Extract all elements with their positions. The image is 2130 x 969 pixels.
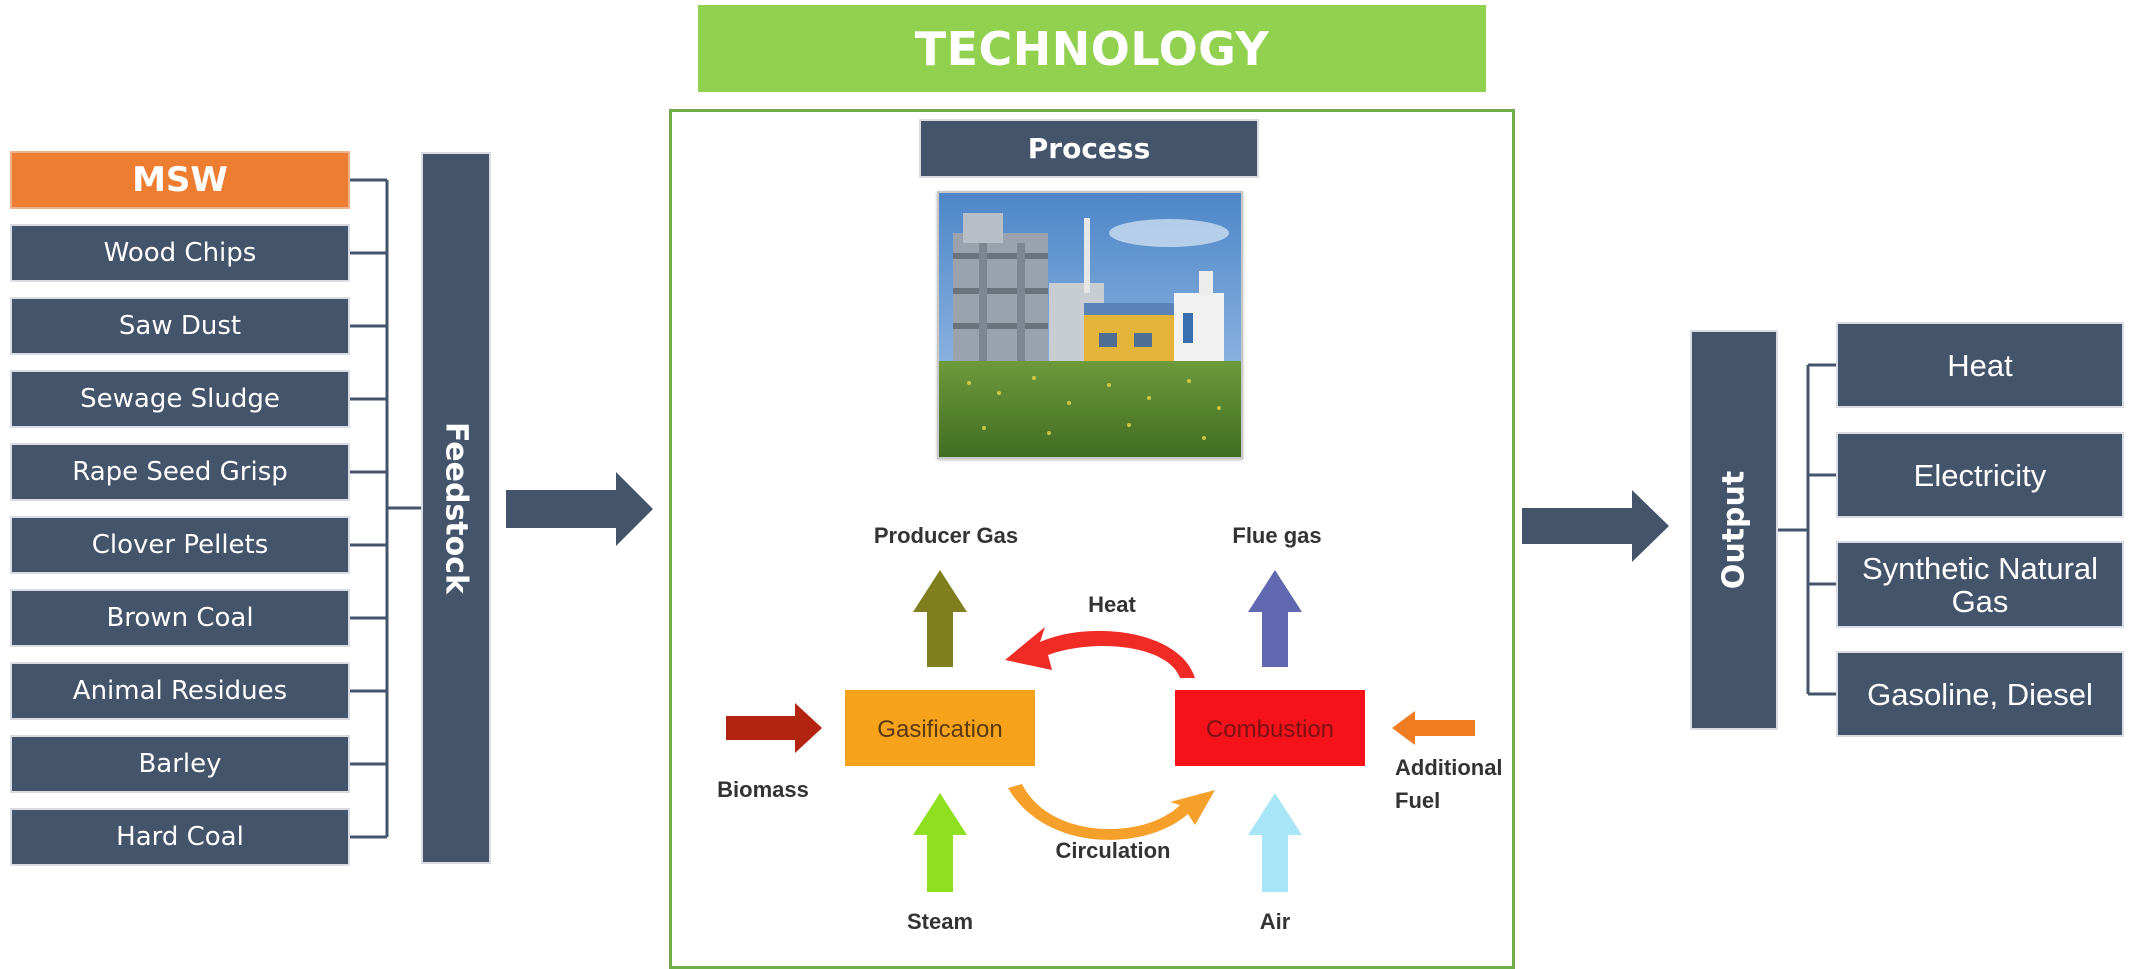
feedstock-item-label: Saw Dust [118,311,242,341]
technology-title: TECHNOLOGY [914,21,1270,76]
biomass-arrow [726,703,822,753]
air-label: Air [1260,909,1291,934]
gasification-box [845,690,1035,766]
combustion-label: Combustion [1206,716,1334,743]
feedstock-item-label: Rape Seed Grisp [72,457,288,487]
additional-fuel-label-line1: Additional [1395,755,1503,780]
technology-to-output-arrow [1522,490,1669,562]
output-item-synthetic-natural-gas: Synthetic Natural Gas [1836,541,2124,628]
technology-banner: TECHNOLOGY [698,5,1486,92]
gasification-label: Gasification [877,716,1002,743]
additional-fuel-arrow [1392,711,1475,745]
flue-gas-label: Flue gas [1232,523,1321,548]
feedstock-item-label: Wood Chips [103,238,257,268]
feedstock-item-label: Brown Coal [106,603,254,633]
feedstock-to-technology-arrow [506,472,653,546]
feedstock-label-box: Feedstock [421,152,491,864]
feedstock-item-label: Clover Pellets [91,530,269,560]
feedstock-item-hard-coal: Hard Coal [10,808,350,866]
feedstock-item-wood-chips: Wood Chips [10,224,350,282]
process-flow-diagram: Gasification Combustion Producer Gas Flu… [717,523,1503,934]
feedstock-item-label: Hard Coal [116,822,244,852]
feedstock-item-msw: MSW [10,151,350,209]
feedstock-item-label: Sewage Sludge [80,384,280,414]
feedstock-label: Feedstock [438,422,474,594]
feedstock-item-sewage-sludge: Sewage Sludge [10,370,350,428]
output-label-box: Output [1690,330,1778,730]
process-box: Process [919,119,1259,178]
feedstock-item-label: Animal Residues [72,676,288,706]
plant-photo [937,191,1243,459]
combustion-box [1175,690,1365,766]
flue-gas-arrow [1248,570,1302,667]
output-item-label: Gasoline, Diesel [1867,676,2093,712]
output-item-electricity: Electricity [1836,432,2124,518]
output-item-label: Heat [1947,347,2013,383]
circulation-label: Circulation [1056,838,1171,863]
heat-arrow [1005,627,1195,678]
steam-label: Steam [907,909,973,934]
feedstock-item-saw-dust: Saw Dust [10,297,350,355]
feedstock-item-animal-residues: Animal Residues [10,662,350,720]
feedstock-item-label: MSW [132,160,228,200]
output-label: Output [1716,470,1752,590]
producer-gas-arrow [913,570,967,667]
heat-label: Heat [1088,592,1136,617]
additional-fuel-label-line2: Fuel [1395,788,1440,813]
feedstock-item-rape-seed-grisp: Rape Seed Grisp [10,443,350,501]
output-item-gasoline-diesel: Gasoline, Diesel [1836,651,2124,737]
circulation-arrow [1008,784,1215,840]
air-arrow [1248,793,1302,892]
steam-arrow [913,793,967,892]
output-item-label: Electricity [1913,457,2047,493]
output-item-label: Synthetic Natural Gas [1861,550,2099,619]
output-item-heat: Heat [1836,322,2124,408]
feedstock-item-brown-coal: Brown Coal [10,589,350,647]
producer-gas-label: Producer Gas [874,523,1018,548]
feedstock-item-clover-pellets: Clover Pellets [10,516,350,574]
process-label: Process [1027,132,1151,165]
feedstock-item-label: Barley [138,749,222,779]
biomass-label: Biomass [717,777,809,802]
feedstock-item-barley: Barley [10,735,350,793]
